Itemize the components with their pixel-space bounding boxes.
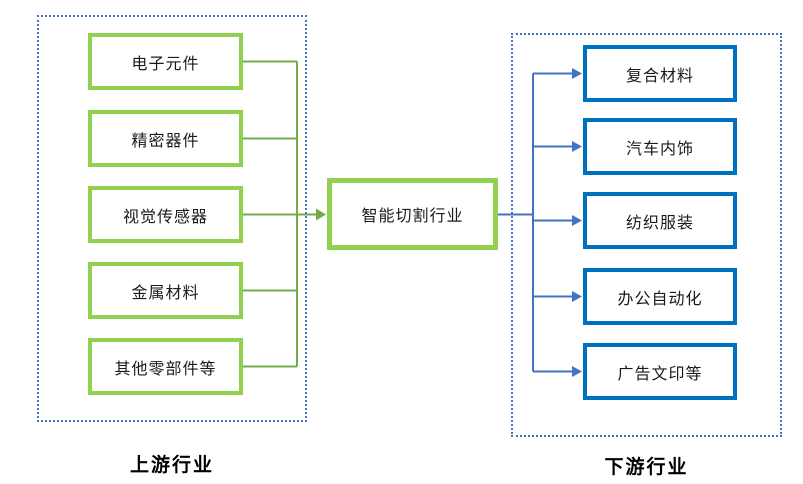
upstream-group-label: 上游行业 (129, 455, 214, 476)
upstream-node-vision-sensors: 视觉传感器 (88, 186, 243, 243)
upstream-node-other-parts: 其他零部件等 (88, 338, 243, 395)
arrowhead-downstream-0-icon (572, 68, 582, 79)
center-node-intelligent-cutting-industry: 智能切割行业 (327, 178, 498, 250)
downstream-node-office-automation: 办公自动化 (583, 268, 737, 325)
upstream-node-electronic-components: 电子元件 (88, 33, 243, 90)
downstream-group-container (511, 33, 782, 437)
downstream-node-advertising-printing: 广告文印等 (583, 343, 737, 400)
arrowhead-into-center-icon (316, 208, 326, 221)
arrowhead-downstream-3-icon (572, 291, 582, 302)
upstream-node-metal-materials: 金属材料 (88, 262, 243, 319)
downstream-node-textile-apparel: 纺织服装 (583, 192, 737, 249)
arrowhead-downstream-1-icon (572, 141, 582, 152)
downstream-node-car-interiors: 汽车内饰 (583, 118, 737, 175)
downstream-node-composite-materials: 复合材料 (583, 45, 737, 102)
upstream-node-precision-devices: 精密器件 (88, 110, 243, 167)
upstream-group-container (37, 15, 307, 422)
arrowhead-downstream-4-icon (572, 366, 582, 377)
arrowhead-downstream-2-icon (572, 215, 582, 226)
downstream-group-label: 下游行业 (604, 457, 689, 478)
